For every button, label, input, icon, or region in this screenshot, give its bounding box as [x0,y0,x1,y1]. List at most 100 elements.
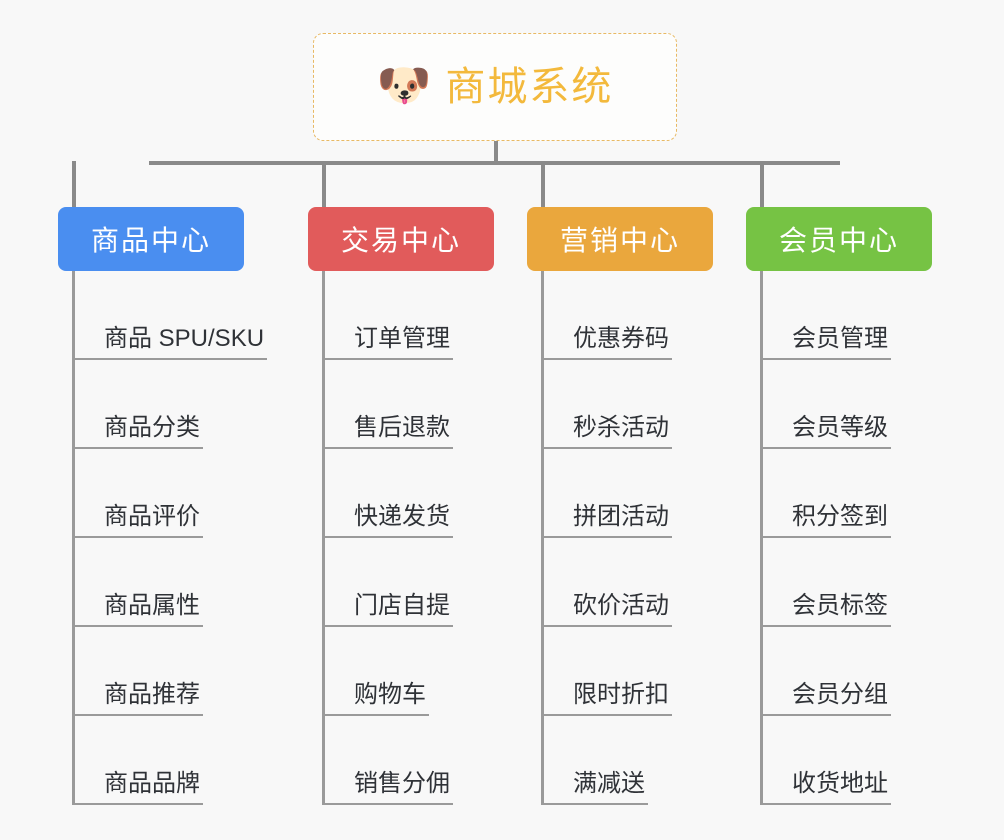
column-member-center: 会员中心会员管理会员等级积分签到会员标签会员分组收货地址 [746,207,932,805]
category-label: 交易中心 [340,225,461,256]
leaf-item[interactable]: 会员标签 [746,538,932,627]
leaf-item[interactable]: 拼团活动 [527,449,713,538]
leaf-item[interactable]: 优惠券码 [527,271,713,360]
leaf-underline [761,625,891,627]
leaf-item[interactable]: 会员分组 [746,627,932,716]
leaf-item-label: 拼团活动 [573,503,669,530]
leaf-underline [761,714,891,716]
leaf-item[interactable]: 满减送 [527,716,713,805]
leaf-item[interactable]: 砍价活动 [527,538,713,627]
dog-face-icon: 🐶 [376,61,432,110]
leaf-item[interactable]: 订单管理 [308,271,494,360]
category-box-product-center[interactable]: 商品中心 [58,207,244,271]
leaf-spine [322,271,325,805]
leaf-item[interactable]: 限时折扣 [527,627,713,716]
leaf-item-label: 售后退款 [354,414,450,441]
leaf-underline [542,447,672,449]
root-node[interactable]: 🐶 商城系统 [313,33,677,141]
leaf-underline [323,536,453,538]
leaf-underline [761,447,891,449]
leaf-item[interactable]: 商品评价 [58,449,244,538]
leaf-underline [761,358,891,360]
leaf-underline [323,714,429,716]
leaf-underline [323,447,453,449]
leaf-item-label: 销售分佣 [354,770,450,797]
leaf-item-label: 商品品牌 [104,770,200,797]
leaf-item[interactable]: 会员管理 [746,271,932,360]
leaf-item-label: 购物车 [354,681,426,708]
leaf-item[interactable]: 秒杀活动 [527,360,713,449]
leaf-item-label: 商品推荐 [104,681,200,708]
leaf-underline [761,803,891,805]
connector-drop-product-center [72,161,76,207]
column-marketing-center: 营销中心优惠券码秒杀活动拼团活动砍价活动限时折扣满减送 [527,207,713,805]
connector-drop-marketing-center [541,161,545,207]
leaf-item-label: 门店自提 [354,592,450,619]
category-label: 营销中心 [559,225,680,256]
leaf-item-label: 积分签到 [792,503,888,530]
leaf-underline [323,358,453,360]
leaf-underline [323,803,453,805]
leaf-item-label: 商品属性 [104,592,200,619]
leaf-item-label: 会员分组 [792,681,888,708]
category-box-trade-center[interactable]: 交易中心 [308,207,494,271]
leaf-item-label: 商品评价 [104,503,200,530]
leaf-item-label: 满减送 [573,770,645,797]
leaf-item[interactable]: 售后退款 [308,360,494,449]
leaf-underline [73,447,203,449]
leaf-item-label: 秒杀活动 [573,414,669,441]
leaf-list-product-center: 商品 SPU/SKU 商品分类商品评价商品属性商品推荐商品品牌 [58,271,267,805]
leaf-item[interactable]: 商品品牌 [58,716,244,805]
column-product-center: 商品中心商品 SPU/SKU 商品分类商品评价商品属性商品推荐商品品牌 [58,207,267,805]
leaf-underline [542,625,672,627]
connector-drop-member-center [760,161,764,207]
root-title: 商城系统 [445,65,614,109]
leaf-item[interactable]: 商品 SPU/SKU [58,271,267,360]
leaf-item-label: 快递发货 [354,503,450,530]
category-label: 会员中心 [778,225,899,256]
category-label: 商品中心 [90,225,211,256]
leaf-item-label: 限时折扣 [573,681,669,708]
leaf-item-label: 会员标签 [792,592,888,619]
leaf-underline [542,714,672,716]
leaf-list-member-center: 会员管理会员等级积分签到会员标签会员分组收货地址 [746,271,932,805]
leaf-underline [323,625,453,627]
category-box-marketing-center[interactable]: 营销中心 [527,207,713,271]
leaf-item[interactable]: 快递发货 [308,449,494,538]
leaf-item[interactable]: 商品推荐 [58,627,244,716]
leaf-item[interactable]: 商品分类 [58,360,244,449]
leaf-item[interactable]: 会员等级 [746,360,932,449]
leaf-item-label: 商品 SPU/SKU [104,325,265,352]
leaf-item[interactable]: 积分签到 [746,449,932,538]
leaf-spine [72,271,75,805]
leaf-underline [761,536,891,538]
leaf-underline [73,536,203,538]
leaf-item[interactable]: 销售分佣 [308,716,494,805]
leaf-spine [541,271,544,805]
leaf-underline [542,536,672,538]
leaf-spine [760,271,763,805]
leaf-item-label: 订单管理 [354,325,450,352]
leaf-item[interactable]: 收货地址 [746,716,932,805]
leaf-underline [73,714,203,716]
leaf-item[interactable]: 商品属性 [58,538,244,627]
leaf-underline [542,358,672,360]
category-box-member-center[interactable]: 会员中心 [746,207,932,271]
leaf-underline [73,803,203,805]
leaf-underline [73,625,203,627]
connector-root-stem [494,141,498,163]
leaf-list-marketing-center: 优惠券码秒杀活动拼团活动砍价活动限时折扣满减送 [527,271,713,805]
leaf-underline [542,803,648,805]
leaf-underline [73,358,267,360]
connector-drop-trade-center [322,161,326,207]
leaf-item-label: 会员等级 [792,414,888,441]
leaf-item[interactable]: 门店自提 [308,538,494,627]
leaf-item-label: 商品分类 [104,414,200,441]
leaf-item[interactable]: 购物车 [308,627,494,716]
leaf-item-label: 会员管理 [792,325,888,352]
leaf-item-label: 收货地址 [792,770,888,797]
leaf-item-label: 优惠券码 [573,325,669,352]
connector-horizontal-bus [149,161,840,165]
leaf-item-label: 砍价活动 [573,592,669,619]
